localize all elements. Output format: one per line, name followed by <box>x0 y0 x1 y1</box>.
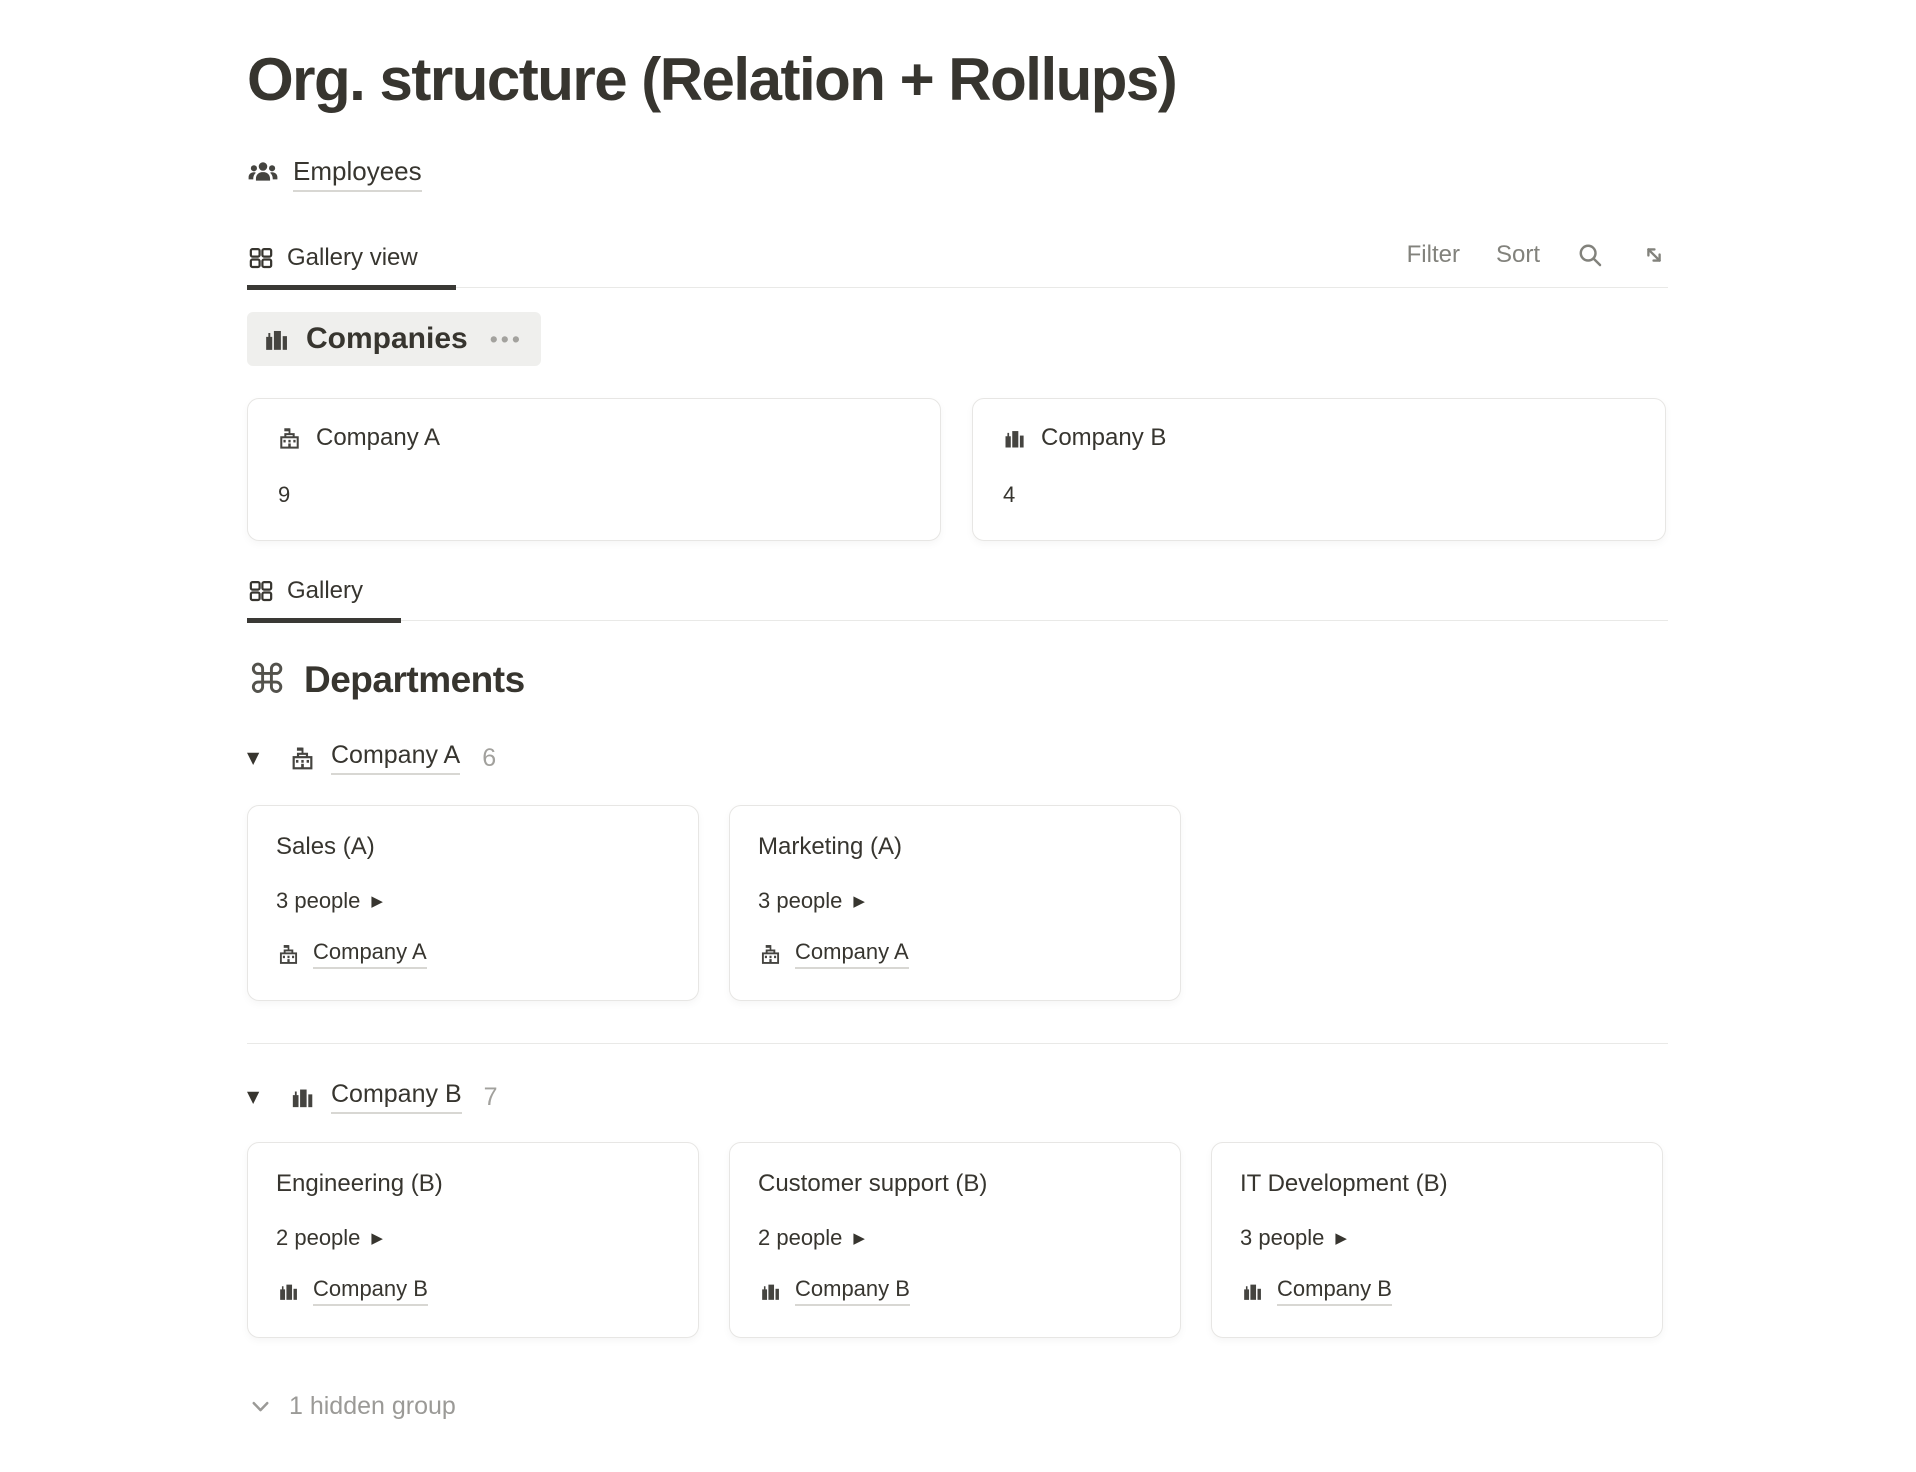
sort-button[interactable]: Sort <box>1495 241 1540 268</box>
tab-gallery-view-label: Gallery view <box>287 244 418 271</box>
people-count-label: 3 people <box>276 888 361 913</box>
school-building-icon <box>758 942 783 967</box>
gallery-icon <box>247 577 275 605</box>
departments-title-label: Departments <box>304 659 525 700</box>
toggle-right-icon[interactable]: ▶ <box>371 891 383 910</box>
company-card-rollup-value: 4 <box>1003 482 1016 507</box>
company-relation-link[interactable]: Company B <box>795 1276 910 1306</box>
toolbar-controls: Filter Sort <box>1407 241 1668 287</box>
companies-title-label: Companies <box>306 322 468 355</box>
departments-database-title[interactable]: ⌘ Departments <box>247 659 1668 701</box>
people-count-label: 3 people <box>758 888 843 913</box>
department-card-title: Marketing (A) <box>758 833 903 860</box>
people-icon <box>247 158 279 190</box>
toggle-right-icon[interactable]: ▶ <box>1335 1228 1347 1247</box>
city-buildings-icon <box>758 1279 783 1304</box>
database-toolbar: Gallery view Filter Sort <box>247 241 1668 290</box>
department-card-title: Customer support (B) <box>758 1170 988 1197</box>
company-card-a[interactable]: Company A 9 <box>247 398 941 541</box>
departments-toolbar: Gallery <box>247 577 1668 623</box>
school-building-icon <box>288 744 317 773</box>
people-count-label: 2 people <box>276 1225 361 1250</box>
city-buildings-icon <box>1001 425 1028 452</box>
group-count: 6 <box>482 743 497 772</box>
department-card-title: IT Development (B) <box>1240 1170 1448 1197</box>
gallery-icon <box>247 244 275 272</box>
department-card-engineering-b[interactable]: Engineering (B) 2 people ▶ Company B <box>247 1142 699 1338</box>
group-divider <box>247 1043 1668 1044</box>
people-count-label: 2 people <box>758 1225 843 1250</box>
school-building-icon <box>276 942 301 967</box>
employees-page-link[interactable]: Employees <box>247 156 422 192</box>
company-card-b[interactable]: Company B 4 <box>972 398 1666 541</box>
company-card-name: Company B <box>1041 424 1167 451</box>
department-card-title: Sales (A) <box>276 833 375 860</box>
chevron-down-icon <box>247 1393 274 1420</box>
companies-database-title[interactable]: Companies ••• <box>247 312 541 366</box>
city-buildings-icon <box>261 324 292 355</box>
expand-icon[interactable] <box>1640 241 1668 269</box>
tab-gallery[interactable]: Gallery <box>247 577 402 623</box>
page-title: Org. structure (Relation + Rollups) <box>247 46 1178 113</box>
school-building-icon <box>276 425 303 452</box>
people-count-label: 3 people <box>1240 1225 1325 1250</box>
company-relation-link[interactable]: Company A <box>795 939 909 969</box>
more-options-icon[interactable]: ••• <box>489 325 523 352</box>
company-card-rollup-value: 9 <box>278 482 291 507</box>
group-count: 7 <box>483 1082 498 1111</box>
department-card-marketing-a[interactable]: Marketing (A) 3 people ▶ Company A <box>729 805 1181 1001</box>
group-link-company-a[interactable]: Company A <box>331 741 461 775</box>
collapse-triangle-icon[interactable]: ▼ <box>247 1087 260 1106</box>
page-content: Org. structure (Relation + Rollups) Empl… <box>247 0 1668 1421</box>
group-header-company-b: ▼ Company B 7 <box>247 1080 1668 1114</box>
tab-gallery-label: Gallery <box>287 577 364 604</box>
group-link-company-b[interactable]: Company B <box>331 1080 462 1114</box>
city-buildings-icon <box>1240 1279 1265 1304</box>
department-card-row-a: Sales (A) 3 people ▶ Company A Marketing… <box>247 805 1668 1001</box>
company-card-name: Company A <box>316 424 441 451</box>
collapse-triangle-icon[interactable]: ▼ <box>247 748 260 767</box>
hidden-group-toggle[interactable]: 1 hidden group <box>247 1392 1668 1421</box>
tab-gallery-view[interactable]: Gallery view <box>247 244 456 290</box>
city-buildings-icon <box>276 1279 301 1304</box>
department-card-title: Engineering (B) <box>276 1170 443 1197</box>
employees-link-label: Employees <box>293 156 422 192</box>
toggle-right-icon[interactable]: ▶ <box>371 1228 383 1247</box>
search-icon[interactable] <box>1576 241 1604 269</box>
toggle-right-icon[interactable]: ▶ <box>853 1228 865 1247</box>
companies-card-row: Company A 9 Company B 4 <box>247 398 1668 541</box>
department-card-it-development-b[interactable]: IT Development (B) 3 people ▶ Company B <box>1211 1142 1663 1338</box>
company-relation-link[interactable]: Company A <box>313 939 427 969</box>
department-card-sales-a[interactable]: Sales (A) 3 people ▶ Company A <box>247 805 699 1001</box>
hidden-group-label: 1 hidden group <box>289 1392 456 1420</box>
city-buildings-icon <box>288 1083 317 1112</box>
command-icon: ⌘ <box>247 657 287 703</box>
department-card-customer-support-b[interactable]: Customer support (B) 2 people ▶ Company … <box>729 1142 1181 1338</box>
group-header-company-a: ▼ Company A 6 <box>247 741 1668 775</box>
company-relation-link[interactable]: Company B <box>313 1276 428 1306</box>
company-relation-link[interactable]: Company B <box>1277 1276 1392 1306</box>
toggle-right-icon[interactable]: ▶ <box>853 891 865 910</box>
filter-button[interactable]: Filter <box>1406 241 1460 268</box>
department-card-row-b: Engineering (B) 2 people ▶ Company B Cus… <box>247 1142 1668 1338</box>
